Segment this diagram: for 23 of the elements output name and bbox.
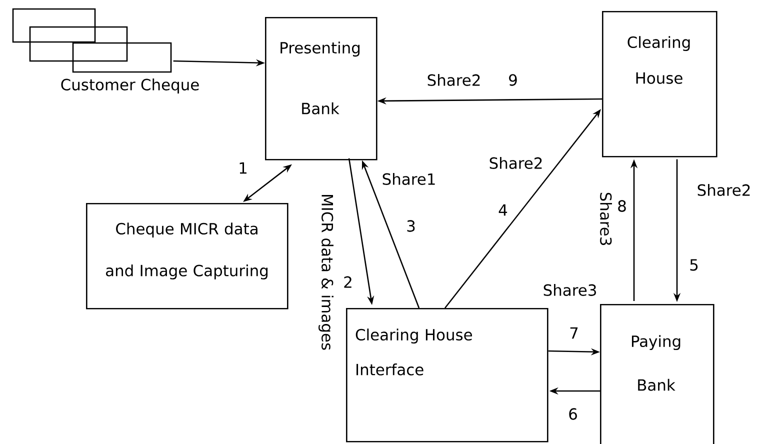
edge-label: 6 bbox=[567, 407, 579, 421]
process-box: Clearing House bbox=[602, 11, 718, 158]
edge-label: 5 bbox=[688, 258, 700, 272]
edge-label: 9 bbox=[507, 73, 519, 87]
edge-label: 3 bbox=[405, 219, 417, 233]
share-label: Share2 bbox=[490, 157, 542, 169]
edge-label: 2 bbox=[342, 275, 354, 289]
share-label: Share2 bbox=[698, 184, 750, 196]
edge-label: 4 bbox=[497, 203, 509, 217]
process-box: Presenting Bank bbox=[265, 17, 378, 160]
edge-label: 7 bbox=[568, 326, 580, 340]
process-box: Cheque MICR data and Image Capturing bbox=[86, 202, 288, 310]
share-label: Share2 bbox=[428, 74, 480, 86]
cheque-stack: Customer Cheque bbox=[12, 8, 199, 94]
edge-label: 1 bbox=[237, 161, 249, 175]
share-label: MICR data & images bbox=[318, 194, 334, 350]
edge-label: 8 bbox=[616, 199, 628, 213]
share-label: Share3 bbox=[600, 192, 612, 245]
node-label: Customer Cheque bbox=[61, 78, 199, 94]
process-box: Clearing House Interface bbox=[346, 308, 548, 442]
process-box: Paying Bank bbox=[600, 304, 714, 444]
share-label: Share3 bbox=[544, 284, 596, 296]
share-label: Share1 bbox=[382, 173, 435, 185]
